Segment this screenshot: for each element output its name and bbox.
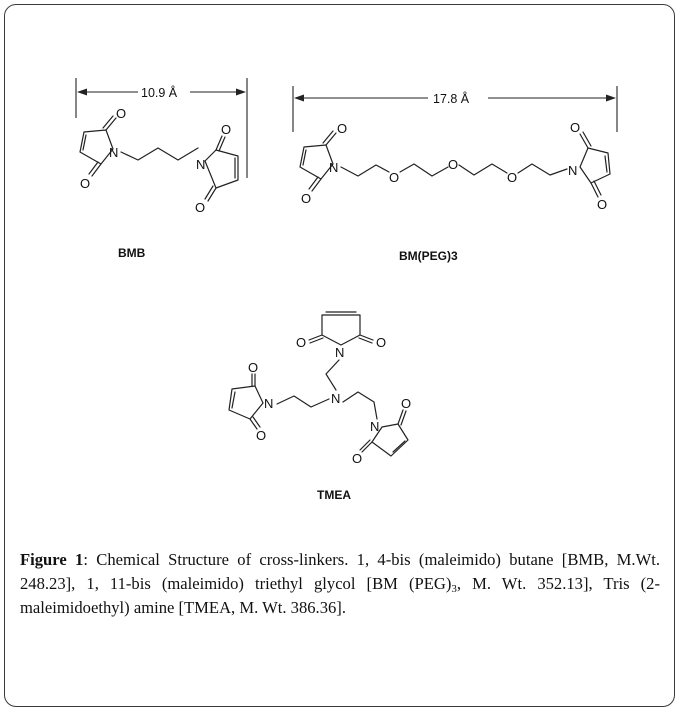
bmpeg-dimension-arrow-left <box>294 94 304 102</box>
bmpeg-label: BM(PEG)3 <box>399 249 458 263</box>
bmpeg-right-ring <box>579 147 611 184</box>
bmpeg-dimension-arrow-right <box>606 94 616 102</box>
tmea-label: TMEA <box>317 488 351 502</box>
tmea-oxygen-right-bottom: O <box>352 451 362 466</box>
bmb-structure: 10.9 Å O O N N O O BMB <box>75 78 248 260</box>
tmea-central-nitrogen: N <box>331 391 340 406</box>
tmea-oxygen-left-top: O <box>248 360 258 375</box>
figure-frame <box>4 4 675 707</box>
figure-caption: Figure 1: Chemical Structure of cross-li… <box>20 548 660 620</box>
bmpeg-oxygen-top-left: O <box>337 121 347 136</box>
tmea-arm-right <box>342 391 378 420</box>
bmb-oxygen-bottom: O <box>80 176 90 191</box>
bmpeg3-structure: 17.8 Å O O N O O O N O O BM(PEG)3 <box>292 86 618 263</box>
bmpeg-chain-2 <box>399 163 449 177</box>
bmpeg-oxygen-top-right: O <box>570 120 580 135</box>
bmpeg-ether-oxygen-2: O <box>448 157 458 172</box>
tmea-right-ring <box>371 423 409 457</box>
tmea-nitrogen-top: N <box>335 345 344 360</box>
bmb-nitrogen-left: N <box>109 145 118 160</box>
bmb-oxygen-top: O <box>116 106 126 121</box>
tmea-left-ring <box>228 385 264 420</box>
caption-text-part-1: Chemical Structure of cross-linkers. 1, … <box>20 550 660 593</box>
tmea-nitrogen-right: N <box>370 419 379 434</box>
caption-text-part-2: , M. Wt. 352.13], Tris (2-maleimidoethyl… <box>20 574 660 617</box>
bmb-dimension-arrow-left <box>77 88 87 96</box>
bmb-oxygen-right-top: O <box>221 122 231 137</box>
bmpeg-oxygen-bottom-right: O <box>597 197 607 212</box>
bmb-oxygen-right-bottom: O <box>195 200 205 215</box>
bmb-left-ring <box>79 129 114 165</box>
tmea-nitrogen-left: N <box>264 396 273 411</box>
tmea-oxygen-left-bottom: O <box>256 428 266 443</box>
chemical-structures: 10.9 Å O O N N O O BMB 17.8 Å <box>75 78 618 502</box>
bmpeg-ether-oxygen-3: O <box>507 170 517 185</box>
figure-graphic: 10.9 Å O O N N O O BMB 17.8 Å <box>75 78 618 502</box>
tmea-oxygen-top-right: O <box>376 335 386 350</box>
bmb-dimension-arrow-right <box>236 88 246 96</box>
bmpeg-ether-oxygen-1: O <box>389 170 399 185</box>
tmea-oxygen-top-left: O <box>296 335 306 350</box>
tmea-structure: O O N N N O O N O O TMEA <box>228 311 411 502</box>
tmea-oxygen-right-top: O <box>401 396 411 411</box>
bmpeg-left-ring <box>299 144 334 180</box>
bmb-label: BMB <box>118 246 146 260</box>
tmea-arm-left <box>276 395 330 408</box>
bmpeg-nitrogen-left: N <box>329 160 338 175</box>
caption-figure-label: Figure 1 <box>20 550 84 569</box>
tmea-arm-top <box>325 359 340 391</box>
caption-subscript: 3 <box>451 583 457 595</box>
bmb-dimension-label: 10.9 Å <box>141 85 178 100</box>
bmb-butane-chain <box>120 147 199 161</box>
tmea-top-ring <box>321 314 361 346</box>
bmpeg-chain-4 <box>517 163 568 176</box>
caption-separator: : <box>83 550 88 569</box>
bmb-right-ring <box>204 149 239 189</box>
bmpeg-chain-1 <box>340 164 390 177</box>
bmpeg-oxygen-bottom-left: O <box>301 191 311 206</box>
bmpeg-nitrogen-right: N <box>568 163 577 178</box>
bmpeg-dimension-label: 17.8 Å <box>433 91 470 106</box>
bmpeg-chain-3 <box>458 163 508 176</box>
bmb-nitrogen-right: N <box>196 157 205 172</box>
